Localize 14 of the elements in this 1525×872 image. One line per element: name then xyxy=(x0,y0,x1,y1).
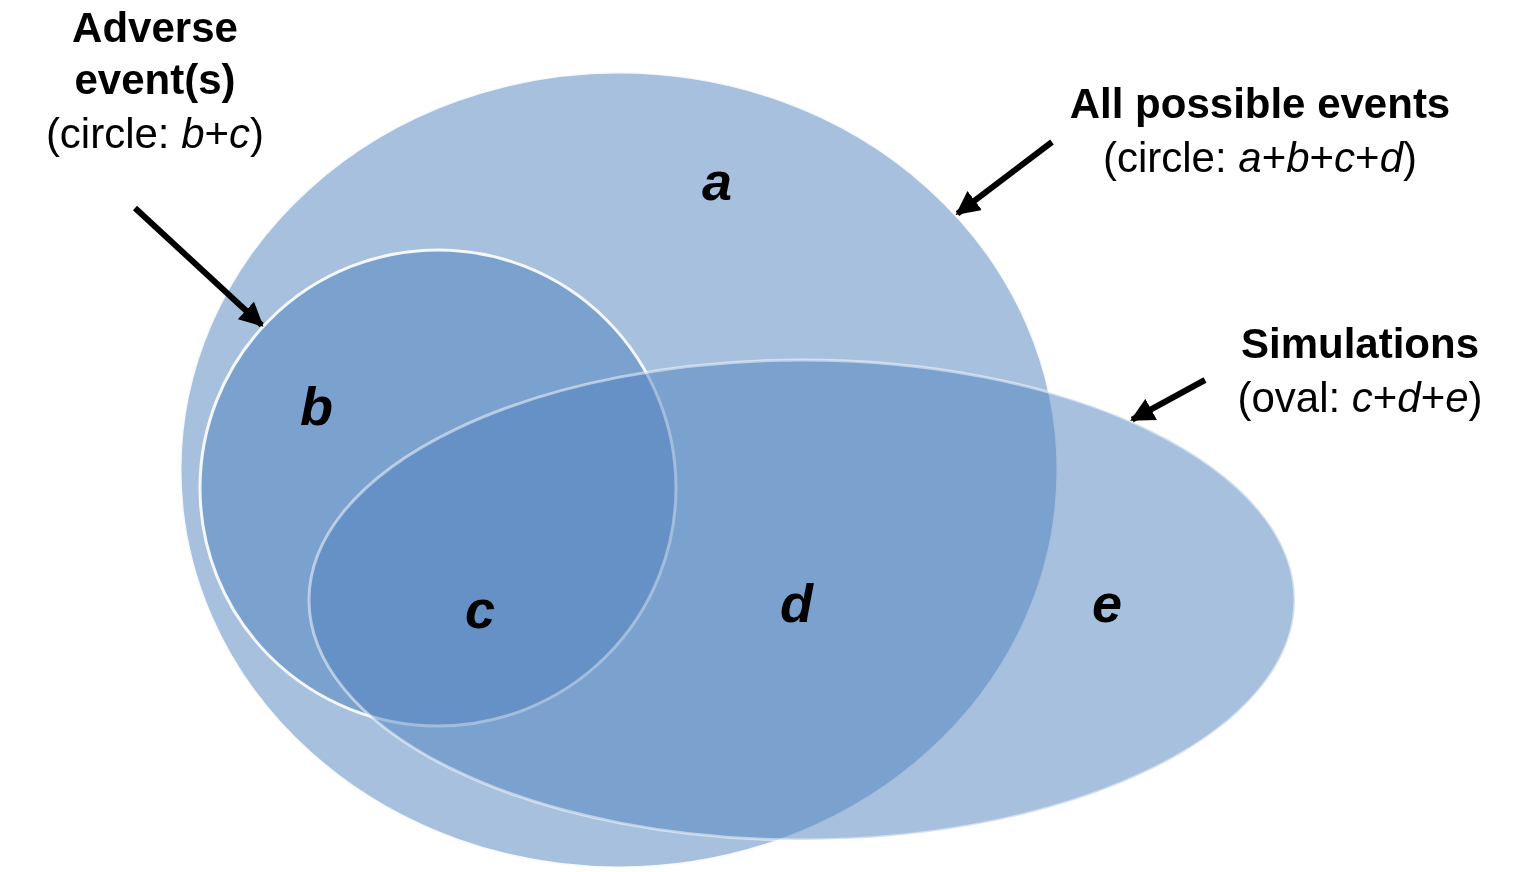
region-label: b xyxy=(300,375,333,437)
note-text: (circle: a+b+c+d) xyxy=(1103,133,1417,183)
heading-text: Adverse event(s) xyxy=(71,3,239,105)
region-label: c xyxy=(465,578,496,640)
arrow xyxy=(955,139,1054,216)
region-label: a xyxy=(702,150,733,212)
note-text: (oval: c+d+e) xyxy=(1237,373,1483,423)
note-text: (circle: b+c) xyxy=(45,109,265,159)
heading-text: Simulations xyxy=(1240,319,1479,369)
arrow xyxy=(1130,377,1207,423)
heading-text: All possible events xyxy=(1069,79,1451,129)
region-label: d xyxy=(780,572,813,634)
arrow xyxy=(132,205,264,328)
region-label: e xyxy=(1092,572,1123,634)
